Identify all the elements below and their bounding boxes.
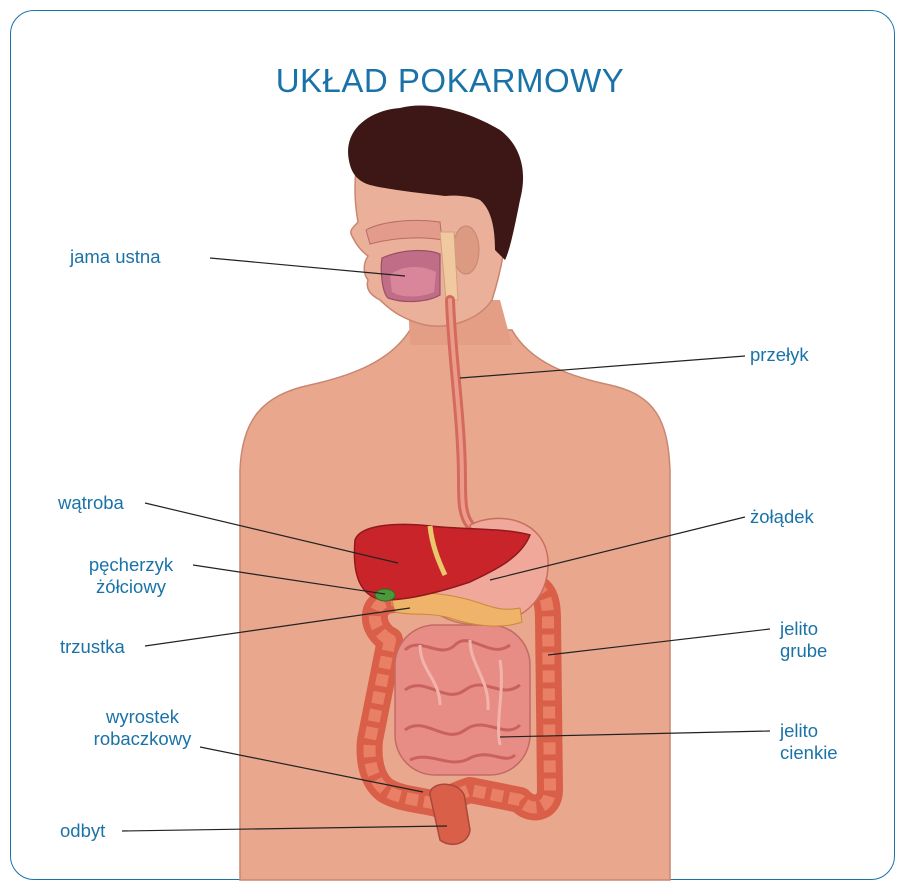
label-pancreas: trzustka: [60, 636, 125, 658]
ear: [453, 226, 479, 274]
label-small-intestine-line2: cienkie: [780, 742, 838, 764]
label-large-intestine: jelito grube: [780, 618, 827, 662]
label-small-intestine-line1: jelito: [780, 720, 838, 742]
label-gallbladder-line2: żółciowy: [72, 576, 190, 598]
tongue: [390, 267, 436, 297]
label-appendix-line2: robaczkowy: [85, 728, 200, 750]
label-gallbladder: pęcherzyk żółciowy: [72, 554, 190, 598]
small-intestine: [395, 625, 530, 775]
label-large-intestine-line2: grube: [780, 640, 827, 662]
label-appendix-line1: wyrostek: [85, 706, 200, 728]
label-gallbladder-line1: pęcherzyk: [72, 554, 190, 576]
label-small-intestine: jelito cienkie: [780, 720, 838, 764]
gallbladder: [375, 589, 395, 601]
label-anus: odbyt: [60, 820, 105, 842]
label-stomach: żołądek: [750, 506, 814, 528]
label-appendix: wyrostek robaczkowy: [85, 706, 200, 750]
label-mouth: jama ustna: [70, 246, 161, 268]
label-esophagus: przełyk: [750, 344, 809, 366]
label-liver: wątroba: [58, 492, 124, 514]
label-large-intestine-line1: jelito: [780, 618, 827, 640]
